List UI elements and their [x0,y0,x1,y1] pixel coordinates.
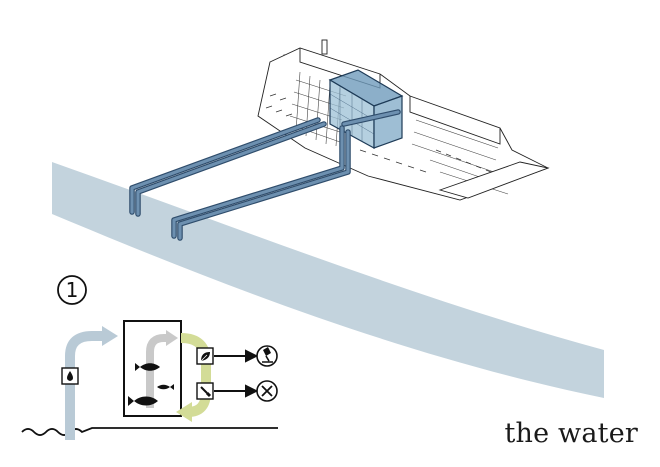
output-arrows [214,349,259,398]
microscope-icon [256,345,278,367]
knife-icon [196,382,214,400]
intake-arrow [65,326,118,440]
fork-knife-icon [256,380,278,402]
water-drop-icon [61,367,79,385]
step-number: 1 [66,278,79,302]
caption-the-water: the water [504,418,638,449]
step-number-badge: 1 [57,275,87,305]
pipes [129,109,401,241]
building [257,39,550,201]
fish-icon [128,363,174,406]
plant-leaf-icon [196,347,214,365]
return-flow-arrow [176,333,211,422]
inner-flow-arrow [146,330,178,408]
ground-line [21,427,278,436]
